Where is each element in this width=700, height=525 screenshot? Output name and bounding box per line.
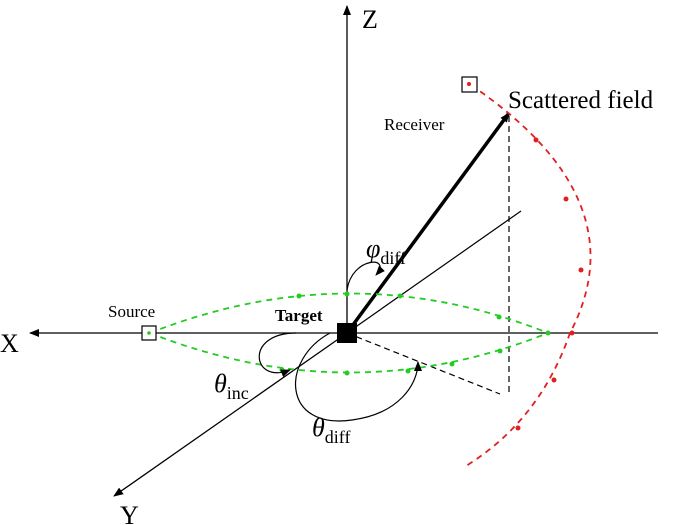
ring-point bbox=[449, 361, 455, 367]
ring-point bbox=[545, 330, 551, 336]
target-label: Target bbox=[275, 306, 323, 325]
arc-point bbox=[551, 377, 557, 383]
theta-diff-arc bbox=[295, 332, 422, 422]
arc-point bbox=[563, 196, 569, 202]
receiver-label: Receiver bbox=[384, 115, 445, 134]
theta-diff-label: θdiff bbox=[312, 413, 350, 447]
phi-diff-label: φdiff bbox=[366, 234, 406, 268]
ground-dashed-line bbox=[346, 332, 501, 395]
scatter-arc bbox=[465, 82, 592, 467]
ring-point bbox=[496, 314, 502, 320]
target-marker bbox=[337, 323, 357, 343]
receiver-dot bbox=[467, 82, 471, 86]
theta-inc-arc bbox=[258, 332, 297, 378]
ring-point bbox=[405, 368, 411, 374]
ring-point bbox=[497, 348, 503, 354]
arc-point bbox=[569, 330, 575, 336]
source-dot bbox=[147, 331, 151, 335]
axis-label-y: Y bbox=[120, 501, 139, 525]
scattered-field-label: Scattered field bbox=[508, 87, 654, 114]
arc-point bbox=[515, 425, 521, 431]
phi-diff-arc bbox=[346, 261, 385, 291]
theta-inc-label: θinc bbox=[214, 369, 249, 403]
scattered-field-arrow bbox=[345, 111, 511, 335]
projection-line bbox=[346, 210, 522, 334]
y-axis bbox=[113, 332, 348, 497]
ring-point bbox=[344, 291, 350, 297]
ring-point bbox=[344, 370, 350, 376]
arc-point bbox=[533, 137, 539, 143]
source-label: Source bbox=[108, 302, 155, 321]
ring-point bbox=[296, 293, 302, 299]
axis-label-z: Z bbox=[362, 5, 378, 34]
axis-label-x: X bbox=[0, 329, 19, 358]
ring-point bbox=[397, 293, 403, 299]
arc-point bbox=[578, 267, 584, 273]
